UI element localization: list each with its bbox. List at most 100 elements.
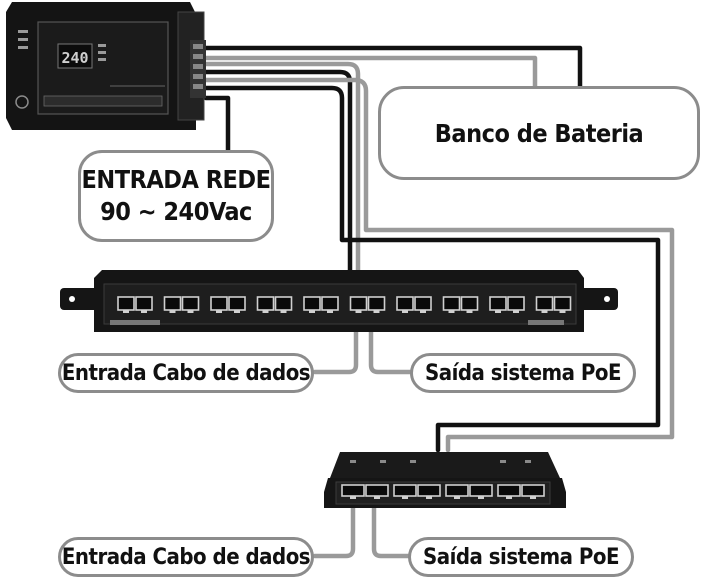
poe-hub <box>324 452 566 508</box>
psu-brand-strip <box>43 95 163 107</box>
poe-hub-port <box>521 484 545 497</box>
patch-panel-port-latch <box>541 310 548 313</box>
patch-panel-poe-output-label-box: Saída sistema PoE <box>410 353 636 393</box>
patch-panel-port-latch <box>402 310 408 313</box>
patch-panel-port-latch <box>234 310 240 313</box>
patch-panel-port <box>553 296 572 311</box>
mains-cable <box>203 95 231 161</box>
patch-panel-port-latch <box>355 310 362 313</box>
psu-indicator <box>98 44 106 47</box>
patch-panel-port-latch <box>262 310 269 313</box>
patch-panel-port-latch <box>373 310 380 313</box>
patch-panel-port <box>210 296 228 311</box>
patch-panel-port-latch <box>466 310 473 313</box>
poe-hub-led <box>380 460 386 463</box>
patch-panel-port <box>349 296 368 311</box>
patch-panel-port <box>414 296 432 311</box>
patch-panel-ports <box>117 296 572 313</box>
battery-cable-gray <box>202 55 538 91</box>
hub-poe-out-cable <box>371 491 413 559</box>
battery-cable-dark <box>202 45 583 91</box>
poe-hub-port <box>417 484 441 497</box>
patch-panel-port-latch <box>169 310 176 313</box>
patch-panel-port <box>303 296 321 311</box>
patch-panel-port-latch <box>420 310 426 313</box>
hub-data-input-label-box: Entrada Cabo de dados <box>58 537 314 577</box>
battery-bank-label: Banco de Bateria <box>434 118 644 148</box>
poe-hub-led <box>525 460 531 463</box>
patch-panel-port <box>256 296 275 311</box>
patch-panel-port <box>117 296 135 311</box>
patch-panel-label-strip <box>110 320 160 325</box>
poe-hub-port-latch <box>454 496 460 499</box>
psu-terminal <box>193 64 203 69</box>
mains-input-box: ENTRADA REDE 90 ~ 240Vac <box>78 150 274 242</box>
battery-bank-box: Banco de Bateria <box>378 86 700 180</box>
patch-panel-port <box>135 296 153 311</box>
cables <box>202 45 675 559</box>
patch-poe-out-cable <box>368 305 415 375</box>
poe-hub-port-rail <box>335 481 551 505</box>
psu-indicator <box>98 58 106 61</box>
hub-data-input-label: Entrada Cabo de dados <box>61 544 311 570</box>
poe-hub-port-latch <box>426 496 432 499</box>
psu-logo-icon <box>15 95 29 109</box>
hub-poe-output-label-box: Saída sistema PoE <box>408 537 634 577</box>
poe-hub-port <box>365 484 389 497</box>
psu-indicator <box>18 30 28 33</box>
psu-indicator <box>98 51 106 54</box>
psu-display <box>57 43 93 69</box>
hub-cable-gray <box>202 77 675 453</box>
patch-panel-poe-output-label: Saída sistema PoE <box>424 360 622 386</box>
patch-panel-port <box>228 296 246 311</box>
poe-hub-port-latch <box>530 496 536 499</box>
poe-hub-port <box>497 484 521 497</box>
patch-panel-label-strip <box>528 320 564 325</box>
patch-panel-port-latch <box>216 310 222 313</box>
patch-panel-port <box>181 296 200 311</box>
poe-hub-led <box>500 460 506 463</box>
patch-panel-port <box>442 296 461 311</box>
psu-terminal <box>193 54 203 59</box>
mains-input-label: ENTRADA REDE <box>81 165 271 194</box>
patch-panel-port <box>396 296 414 311</box>
patch-panel-port <box>535 296 554 311</box>
patch-panel-port-latch <box>141 310 147 313</box>
mount-hole <box>604 296 610 302</box>
patch-data-in-cable <box>312 305 359 375</box>
patch-panel-port-latch <box>448 310 455 313</box>
patch-panel-port-latch <box>513 310 519 313</box>
patch-panel-cable-gray <box>202 61 361 273</box>
poe-hub-led <box>350 460 356 463</box>
patch-panel-ear-left <box>60 288 98 310</box>
psu-terminal <box>193 44 203 49</box>
patch-panel-port-latch <box>123 310 129 313</box>
hub-data-in-cable <box>312 491 356 559</box>
poe-hub-port-latch <box>506 496 512 499</box>
patch-panel-port-latch <box>559 310 566 313</box>
patch-panel-ear-right <box>580 288 618 310</box>
patch-panel-port-latch <box>309 310 315 313</box>
hub-cable-dark <box>202 85 661 453</box>
patch-panel-port-latch <box>327 310 333 313</box>
patch-panel-port <box>163 296 182 311</box>
patch-panel-port <box>489 296 507 311</box>
patch-panel-port-latch <box>187 310 194 313</box>
patch-panel-port <box>507 296 525 311</box>
psu-terminal <box>193 74 203 79</box>
psu-display-value: 240 <box>61 49 88 67</box>
poe-hub-port <box>445 484 469 497</box>
patch-panel-port <box>460 296 479 311</box>
poe-hub-port-latch <box>402 496 408 499</box>
mains-voltage-label: 90 ~ 240Vac <box>100 197 252 226</box>
psu-indicator <box>18 46 28 49</box>
poe-hub-port-latch <box>350 496 356 499</box>
poe-hub-port <box>393 484 417 497</box>
poe-hub-port-latch <box>478 496 484 499</box>
poe-hub-port <box>469 484 493 497</box>
patch-panel-port <box>274 296 293 311</box>
poe-hub-top <box>330 452 560 478</box>
power-supply-unit: 240 <box>6 2 206 130</box>
poe-hub-port <box>341 484 365 497</box>
